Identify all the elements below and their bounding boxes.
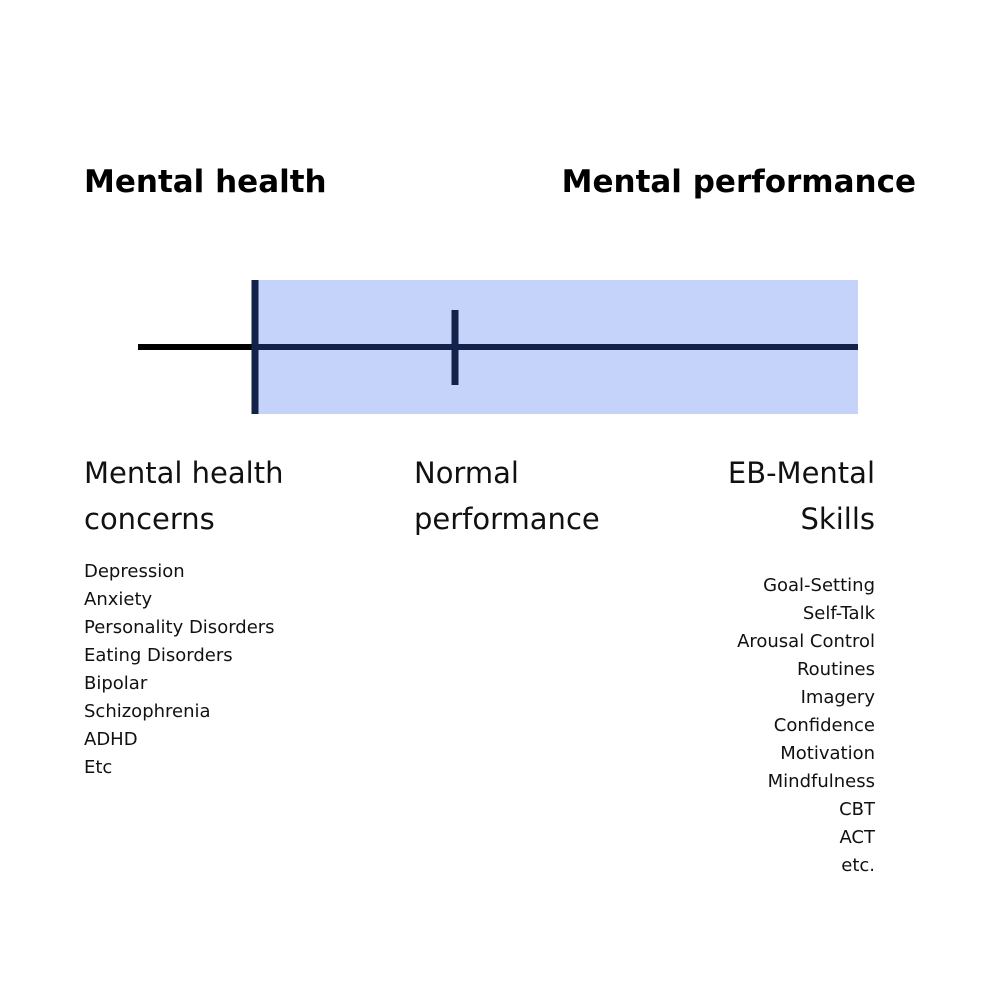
mental-health-concerns-label: Mental health concerns xyxy=(84,456,284,536)
skill-item: Routines xyxy=(796,659,875,680)
mental-performance-heading: Mental performance xyxy=(561,164,916,200)
concern-item: ADHD xyxy=(84,729,138,750)
mental-health-heading: Mental health xyxy=(84,164,327,200)
eb-mental-skills-label: EB-Mental Skills xyxy=(727,456,875,536)
skill-item: Goal-Setting xyxy=(763,575,875,596)
skill-item: Imagery xyxy=(800,687,875,708)
skill-item: etc. xyxy=(841,855,875,876)
normal-performance-label: Normal performance xyxy=(414,456,600,536)
skill-item: Self-Talk xyxy=(802,603,875,624)
concern-item: Eating Disorders xyxy=(84,645,233,666)
skill-item: ACT xyxy=(839,827,875,848)
skill-item: Motivation xyxy=(780,743,875,764)
skill-item: CBT xyxy=(839,799,875,820)
concern-item: Anxiety xyxy=(84,589,153,610)
concern-item: Depression xyxy=(84,561,185,582)
skill-item: Mindfulness xyxy=(767,771,875,792)
skill-item: Arousal Control xyxy=(737,631,875,652)
skill-item: Confidence xyxy=(773,715,875,736)
concern-item: Bipolar xyxy=(84,673,148,694)
concern-item: Schizophrenia xyxy=(84,701,211,722)
concern-item: Etc xyxy=(84,757,113,778)
concern-item: Personality Disorders xyxy=(84,617,275,638)
